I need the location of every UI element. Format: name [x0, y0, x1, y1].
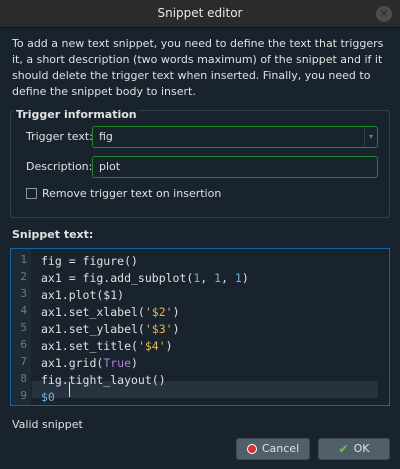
trigger-text-value: fig: [99, 130, 113, 143]
description-value: plot: [99, 160, 121, 173]
trigger-group-title: Trigger information: [14, 108, 139, 121]
line-number: 3: [20, 287, 27, 300]
chevron-down-icon[interactable]: ▾: [364, 127, 377, 147]
line-number-gutter: 1 2 3 4 5 6 7 8 9: [11, 249, 31, 405]
line-number: 4: [20, 304, 27, 317]
remove-trigger-label[interactable]: Remove trigger text on insertion: [42, 187, 222, 200]
text-cursor: [69, 382, 70, 397]
cancel-icon: [246, 444, 257, 454]
cancel-button[interactable]: Cancel: [236, 438, 310, 460]
code-line: ax1.plot($1): [41, 288, 125, 302]
code-line: ax1 = fig.add_subplot(1, 1, 1): [41, 271, 249, 285]
ok-label: OK: [353, 442, 370, 455]
validation-status: Valid snippet: [12, 418, 83, 431]
code-line: ax1.set_ylabel('$3'): [41, 322, 180, 336]
trigger-text-label: Trigger text:: [26, 130, 93, 143]
code-line: ax1.set_xlabel('$2'): [41, 305, 180, 319]
code-line: fig = figure(): [41, 254, 138, 268]
line-number: 9: [20, 389, 27, 402]
window-title: Snippet editor: [157, 6, 243, 20]
ok-button[interactable]: ✔ OK: [318, 438, 390, 460]
trigger-text-combo[interactable]: fig ▾: [92, 126, 378, 148]
code-line: $0: [41, 390, 55, 404]
code-line: fig.tight_layout(): [41, 373, 166, 387]
checkmark-icon: ✔: [338, 442, 349, 456]
current-line-highlight: [32, 381, 378, 398]
remove-trigger-checkbox[interactable]: [26, 188, 37, 199]
snippet-text-label: Snippet text:: [12, 228, 94, 241]
line-number: 1: [20, 253, 27, 266]
line-number: 7: [20, 355, 27, 368]
snippet-code-editor[interactable]: 1 2 3 4 5 6 7 8 9 fig = figure() ax1 = fi…: [10, 248, 390, 406]
instructions-text: To add a new text snippet, you need to d…: [12, 37, 384, 98]
code-line: ax1.grid(True): [41, 356, 138, 370]
trigger-information-group: [10, 110, 390, 218]
code-line: ax1.set_title('$4'): [41, 339, 173, 353]
close-icon[interactable]: ✕: [376, 6, 392, 22]
line-number: 2: [20, 270, 27, 283]
line-number: 8: [20, 372, 27, 385]
description-field[interactable]: plot: [92, 156, 378, 178]
description-label: Description:: [26, 160, 93, 173]
line-number: 5: [20, 321, 27, 334]
title-bar: Snippet editor ✕: [0, 0, 400, 28]
cancel-label: Cancel: [261, 442, 300, 455]
line-number: 6: [20, 338, 27, 351]
